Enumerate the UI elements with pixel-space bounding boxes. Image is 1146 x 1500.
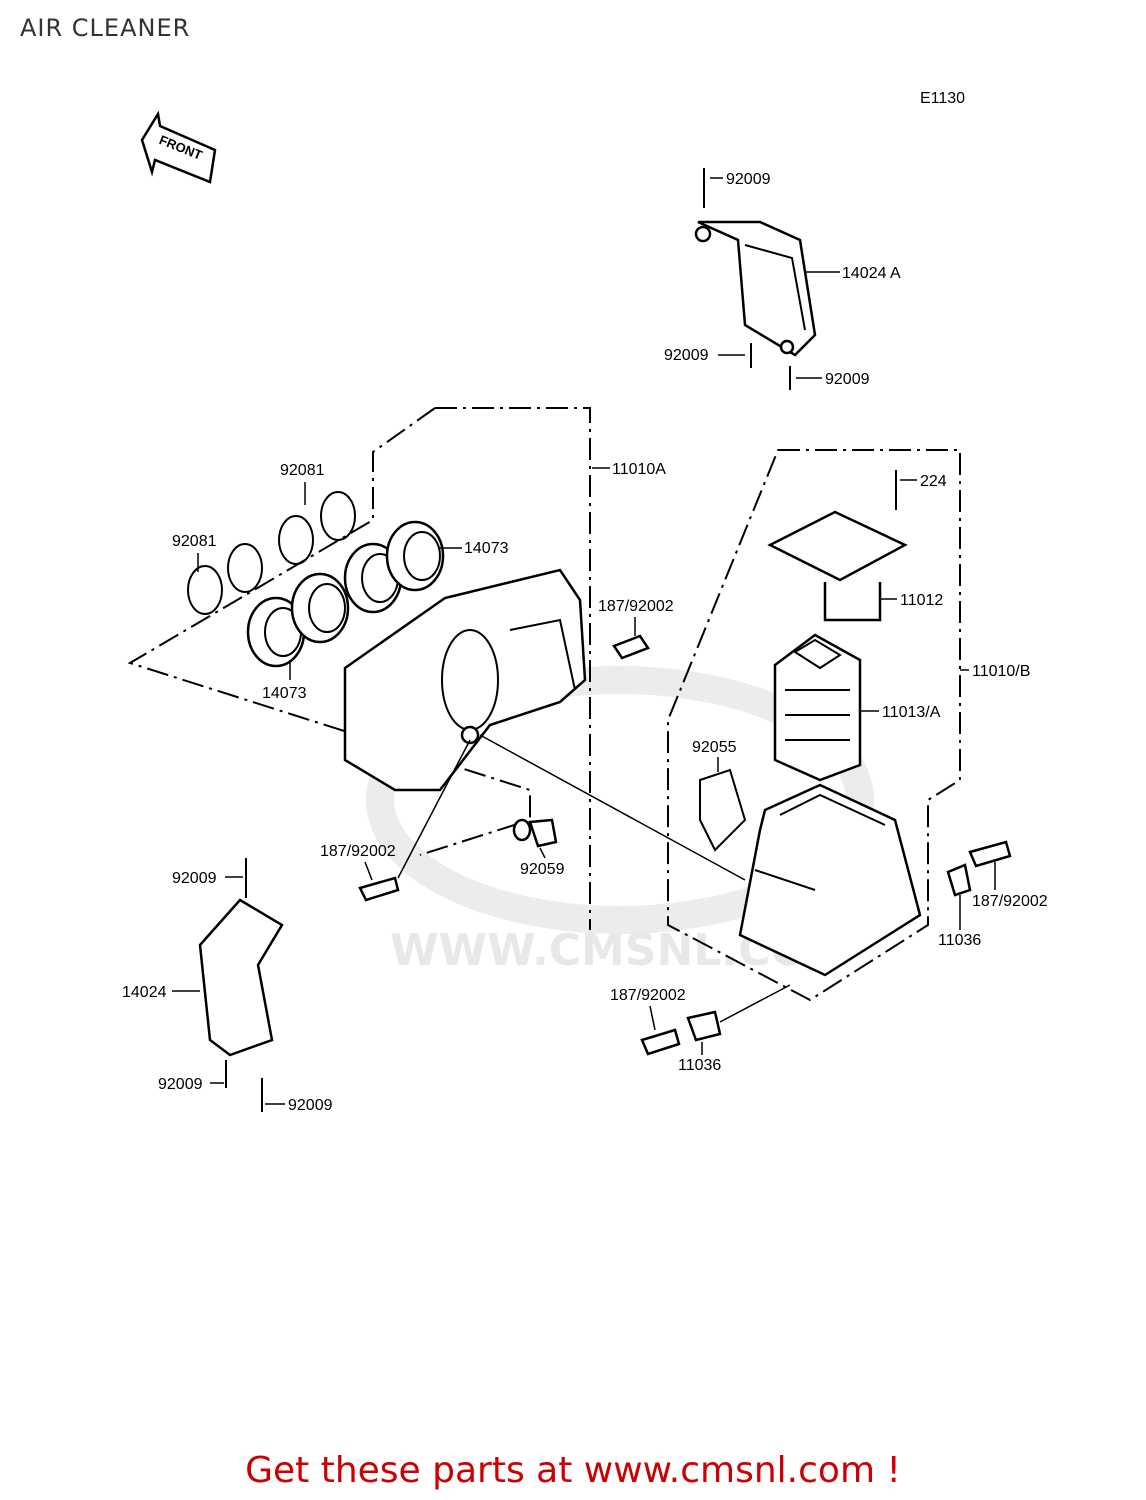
label-cover-left: 14024 [122,984,167,1001]
label-cap: 11012 [900,592,943,609]
label-ring-left: 92081 [172,533,217,550]
label-bolt-right: 187/92002 [972,893,1048,910]
label-ring-upper: 92081 [280,462,325,479]
label-screw-right-1: 92009 [664,347,709,364]
label-screw-top: 92009 [726,171,771,188]
element-11013a [773,633,862,782]
label-bolt-lower-left: 187/92002 [320,843,396,860]
bolt-housing [612,634,650,660]
callout-labels: 92009 14024 A 92009 92009 11010A 92081 9… [122,171,1048,1114]
label-screw-left-top: 92009 [172,870,217,887]
label-element: 11013/A [882,704,941,721]
label-holder-upper: 14073 [464,540,509,557]
bracket-right [946,840,1012,897]
rings-92081 [187,491,356,615]
label-housing-b: 11010/B [972,663,1030,680]
seal-92055 [699,768,747,852]
parts-diagram: WWW.CMSNL.COM FRONT E1130 [122,90,1048,1114]
label-screw-left-bottom-2: 92009 [288,1097,333,1114]
holders-14073 [246,520,445,668]
label-holder-lower: 14073 [262,685,307,702]
footer-promo[interactable]: Get these parts at www.cmsnl.com ! [245,1450,901,1491]
label-screw-left-bottom-1: 92009 [158,1076,203,1093]
housing-11010a [343,568,587,792]
assembly-outlines [127,407,961,1002]
label-bracket-right: 11036 [938,932,981,949]
label-bracket-bottom: 11036 [678,1057,721,1074]
bolt-lower-left [358,739,471,902]
page-title: AIR CLEANER [20,14,191,42]
bracket-bottom [640,984,791,1056]
front-arrow: FRONT [140,110,217,184]
label-bolt-housing: 187/92002 [598,598,674,615]
label-cover-right: 14024 A [842,265,901,282]
housing-11010b [738,783,922,977]
label-seal: 92055 [692,739,737,756]
label-housing-a: 11010A [612,461,666,478]
diagram-code: E1130 [920,90,965,107]
connector-line [479,734,746,881]
label-screw-right-2: 92009 [825,371,870,388]
label-plug: 92059 [520,861,565,878]
label-bolt-bottom: 187/92002 [610,987,686,1004]
cover-14024a [694,168,817,390]
label-screw-cap: 224 [920,473,947,490]
plug-92059 [512,818,558,848]
cap-11012 [767,470,908,622]
cover-14024 [198,858,284,1112]
